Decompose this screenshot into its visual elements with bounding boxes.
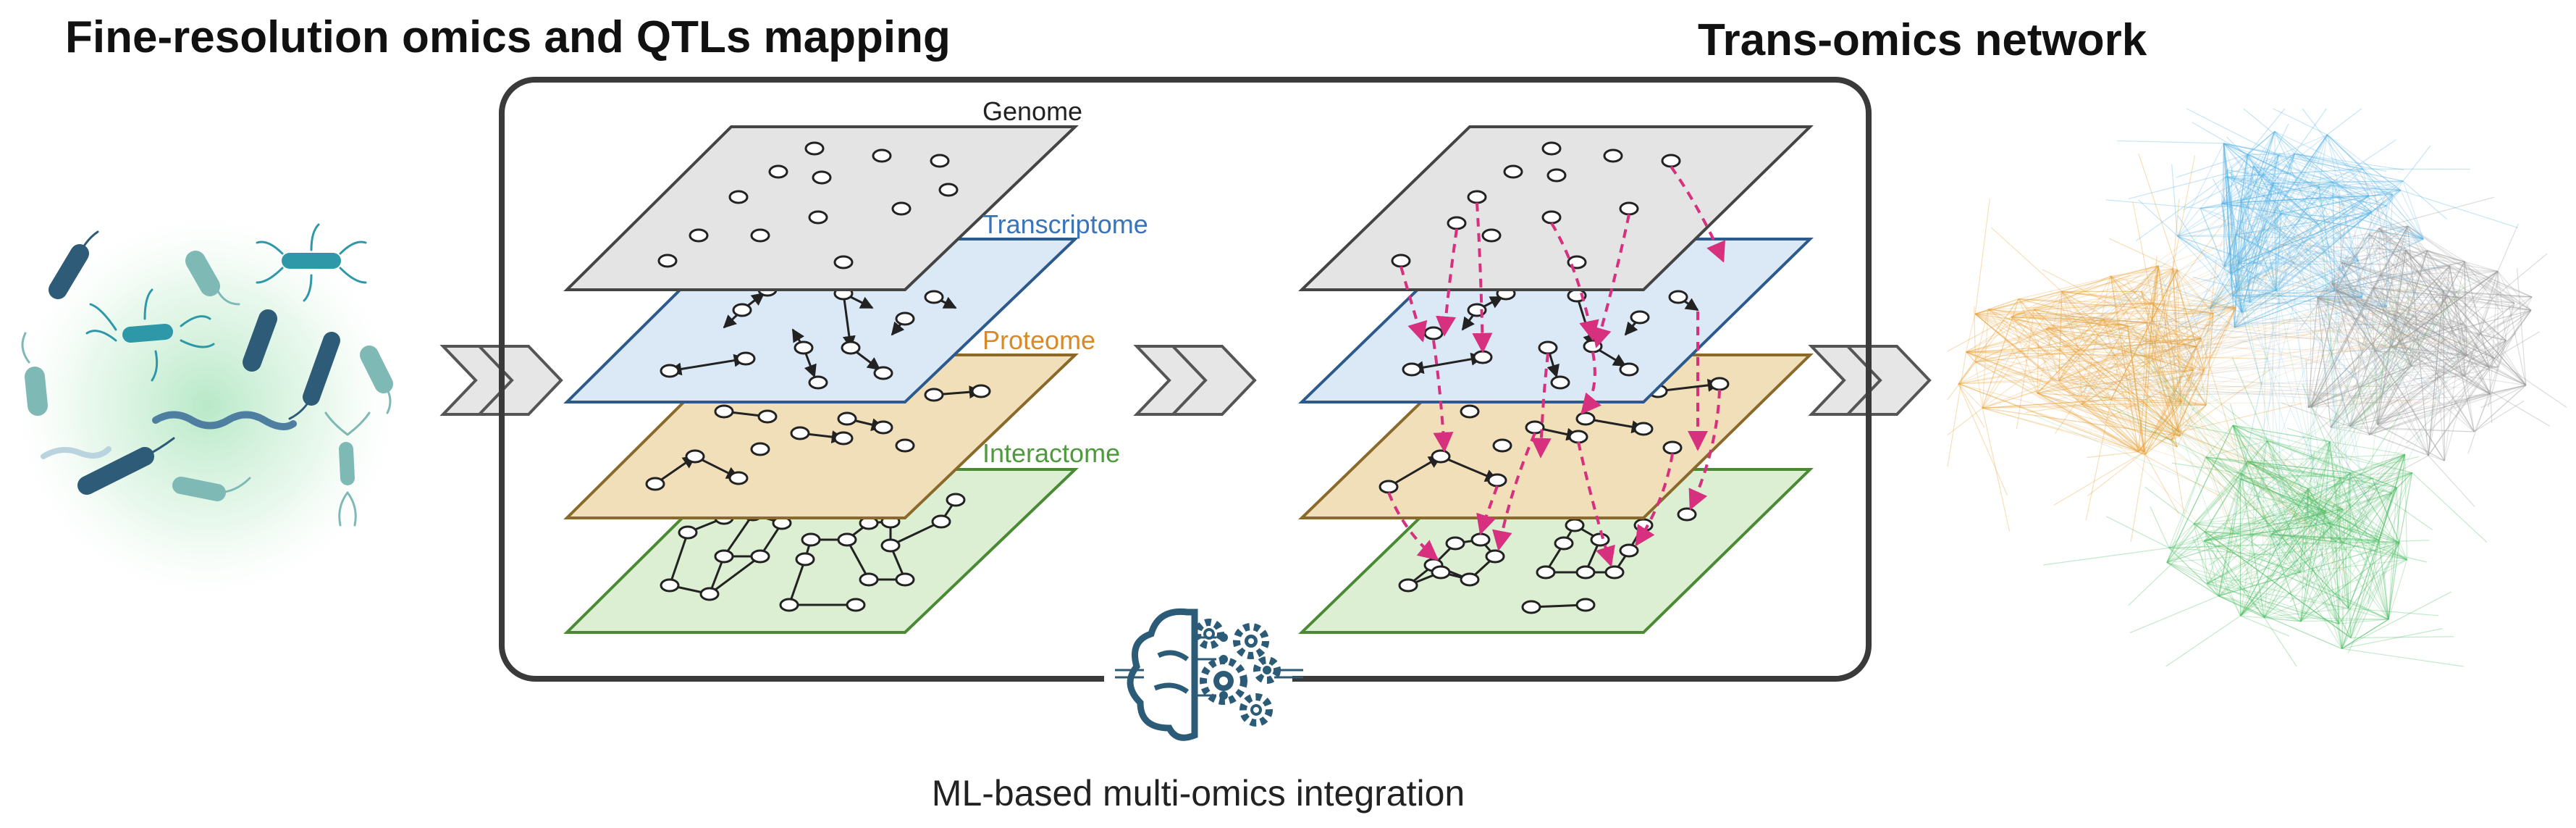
transcriptome-label: Transcriptome [982, 209, 1148, 239]
network-hairball-icon [1947, 108, 2567, 667]
proteome-label: Proteome [982, 325, 1095, 355]
integration-caption: ML-based multi-omics integration [932, 773, 1465, 814]
layer-stack-right [1298, 125, 1814, 634]
genome-label: Genome [982, 96, 1082, 126]
bacteria-cluster-icon [4, 203, 409, 609]
cross-layer-arrows [1387, 165, 1725, 567]
layer-stack-left: Genome Transcriptome Proteome Interactom… [563, 96, 1148, 634]
chevron-arrow-icon [1808, 345, 1932, 416]
brain-gears-icon [1104, 608, 1303, 741]
right-title: Trans-omics network [1698, 15, 2147, 65]
genome-plane [563, 125, 1079, 291]
chevron-arrow-icon [1133, 345, 1257, 416]
genome-plane-integrated [1298, 125, 1814, 291]
left-title: Fine-resolution omics and QTLs mapping [65, 12, 951, 62]
interactome-label: Interactome [982, 438, 1120, 468]
